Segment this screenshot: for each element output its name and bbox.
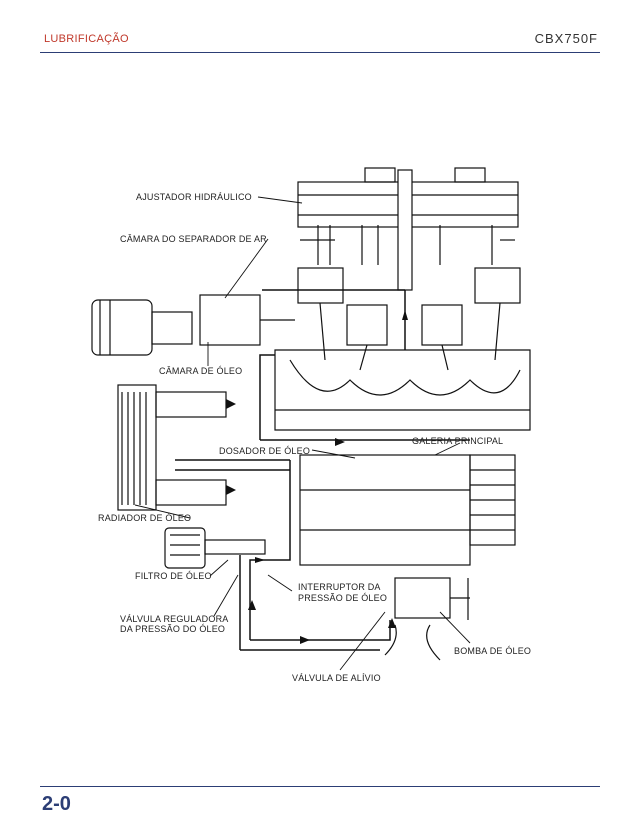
valves <box>317 225 493 265</box>
label-pressure-switch-1: INTERRUPTOR DA <box>298 582 381 592</box>
footer-rule <box>40 786 600 787</box>
transmission <box>299 454 516 566</box>
alternator <box>91 294 295 356</box>
label-oil-chamber: CÂMARA DE ÓLEO <box>159 366 243 376</box>
oil-pump <box>384 577 470 661</box>
pistons <box>297 267 521 371</box>
label-oil-radiator: RADIADOR DE ÓLEO <box>98 513 192 523</box>
label-pressure-switch-2: PRESSÃO DE ÓLEO <box>298 593 388 603</box>
crankcase <box>274 349 531 431</box>
oil-radiator <box>117 384 227 511</box>
label-regulator-valve-1: VÁLVULA REGULADORA <box>120 614 229 624</box>
oil-passages <box>175 289 470 651</box>
oil-filter <box>164 527 266 569</box>
model-name: CBX750F <box>534 31 598 46</box>
flow-arrows <box>226 310 408 644</box>
label-oil-filter: FILTRO DE ÓLEO <box>135 571 212 581</box>
label-hydraulic-adjuster: AJUSTADOR HIDRÁULICO <box>136 192 252 202</box>
label-relief-valve: VÁLVULA DE ALÍVIO <box>292 673 381 683</box>
section-title: LUBRIFICAÇÃO <box>44 33 129 45</box>
label-oil-pump: BOMBA DE ÓLEO <box>454 646 532 656</box>
header-rule <box>40 52 600 53</box>
leader-lines <box>134 196 471 671</box>
label-regulator-valve-2: DA PRESSÃO DO ÓLEO <box>120 624 226 634</box>
page-number: 2-0 <box>42 793 71 815</box>
label-air-separator-chamber: CÂMARA DO SEPARADOR DE AR <box>120 234 267 244</box>
label-oil-metering: DOSADOR DE ÓLEO <box>219 446 311 456</box>
cylinder-head <box>297 167 519 291</box>
label-main-gallery: GALERIA PRINCIPAL <box>412 436 504 446</box>
